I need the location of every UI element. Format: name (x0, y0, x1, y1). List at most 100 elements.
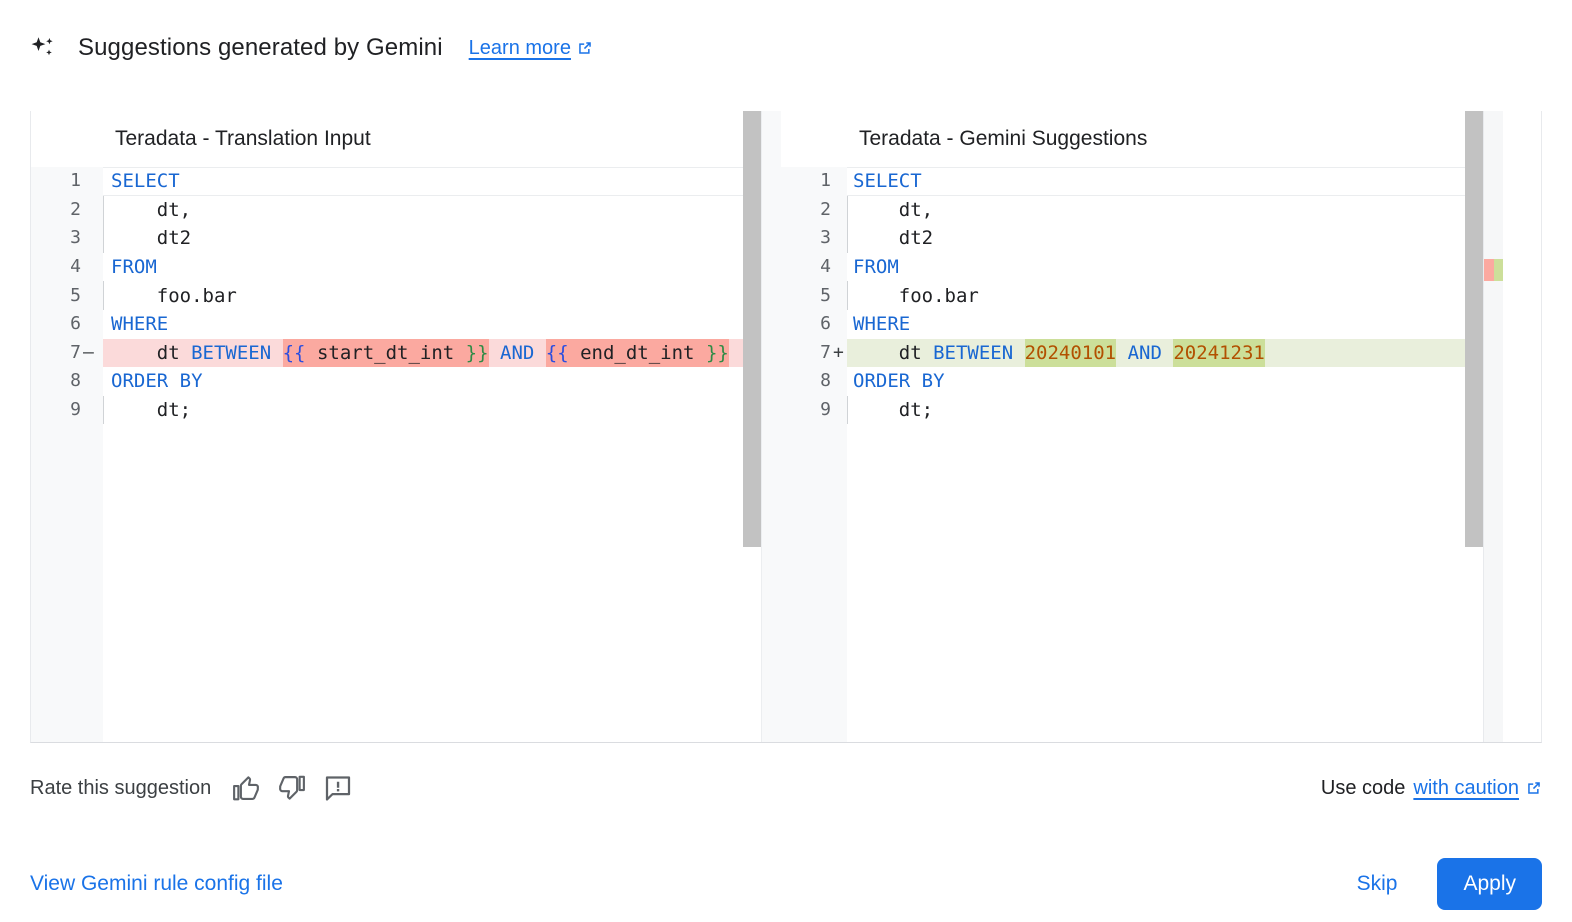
code-token: FROM (853, 256, 899, 279)
scrollbar-thumb-original[interactable] (743, 111, 761, 547)
code-token: SELECT (853, 170, 922, 193)
diff-word-del: {{ (282, 338, 306, 367)
footer-actions: Skip Apply (1339, 857, 1542, 910)
line-text: dt2 (103, 224, 761, 253)
code-token: ORDER BY (853, 370, 945, 393)
diff-marker: + (833, 342, 844, 364)
line-text: dt; (847, 395, 1503, 425)
code-token: BETWEEN (191, 341, 272, 364)
line-text: dt2 (847, 224, 1503, 253)
scrollbar-modified[interactable] (1465, 111, 1483, 742)
addition-marker (1494, 259, 1503, 281)
view-gemini-rule-config-link[interactable]: View Gemini rule config file (30, 871, 283, 895)
line-number: 3 (70, 227, 81, 249)
line-number: 8 (70, 370, 81, 392)
code-token: dt2 (111, 227, 192, 250)
line-text: dt; (103, 395, 761, 425)
line-number: 2 (70, 198, 81, 220)
page-title: Suggestions generated by Gemini (78, 34, 443, 61)
code-token (271, 342, 282, 364)
code-token: foo.bar (111, 284, 237, 307)
diff-word-add: 20240101 (1024, 338, 1117, 367)
learn-more-label: Learn more (468, 36, 571, 59)
thumb-down-icon[interactable] (277, 773, 307, 803)
line-text: foo.bar (847, 281, 1503, 310)
gutter-background-left (31, 111, 103, 742)
skip-button[interactable]: Skip (1339, 862, 1416, 906)
code-token: SELECT (111, 170, 180, 193)
rate-label: Rate this suggestion (30, 776, 212, 799)
code-token: dt, (853, 198, 934, 221)
code-token (534, 342, 545, 364)
code-token: dt; (111, 399, 192, 422)
line-number: 7 (820, 341, 831, 363)
line-number: 5 (820, 284, 831, 306)
report-feedback-icon[interactable] (323, 773, 353, 803)
diff-word-del: start_dt_int (305, 338, 466, 367)
code-line: 5 foo.bar (31, 281, 761, 310)
line-text: FROM (103, 253, 761, 282)
line-number: 2 (820, 198, 831, 220)
diff-word-del: }} (465, 338, 489, 367)
line-text: WHERE (103, 310, 761, 339)
scrollbar-thumb-modified[interactable] (1465, 111, 1483, 547)
code-token: FROM (111, 256, 157, 279)
line-text: ORDER BY (103, 367, 761, 396)
panel-header: Suggestions generated by Gemini Learn mo… (28, 28, 593, 68)
diff-marker: — (83, 342, 94, 364)
line-text: SELECT (847, 167, 1503, 196)
learn-more-link[interactable]: Learn more (469, 37, 593, 60)
line-text: WHERE (847, 310, 1503, 339)
with-caution-link[interactable]: with caution (1413, 776, 1519, 799)
apply-button[interactable]: Apply (1437, 857, 1542, 910)
line-number: 6 (820, 313, 831, 335)
gutter-background-right (781, 111, 847, 742)
diff-word-del: {{ (545, 338, 569, 367)
code-token (489, 342, 500, 364)
diff-word-add: 20241231 (1173, 338, 1265, 367)
overview-ruler[interactable] (1483, 111, 1503, 742)
pane-divider (761, 111, 781, 742)
footer-bar: View Gemini rule config file Skip Apply (0, 845, 1572, 922)
line-number: 7 (70, 341, 81, 363)
line-number: 3 (820, 227, 831, 249)
line-text: dt BETWEEN 20240101 AND 20241231 (847, 338, 1503, 368)
code-token: WHERE (111, 313, 169, 336)
line-number: 9 (70, 399, 81, 421)
code-token: dt; (853, 399, 934, 422)
thumb-up-icon[interactable] (231, 773, 261, 803)
code-line: 8 ORDER BY (31, 367, 761, 396)
pane-title-modified: Teradata - Gemini Suggestions (781, 111, 1503, 167)
rate-bar: Rate this suggestion (30, 765, 1542, 811)
line-text: foo.bar (103, 281, 761, 310)
line-text: dt BETWEEN {{ start_dt_int }} AND {{ end… (103, 338, 761, 368)
sparkle-icon (28, 33, 58, 63)
code-token: WHERE (853, 313, 911, 336)
code-token (1162, 342, 1173, 364)
code-line: 5 foo.bar (781, 281, 1503, 310)
line-text: SELECT (103, 167, 761, 196)
code-token: AND (1127, 341, 1162, 364)
code-line: 2 dt, (781, 195, 1503, 225)
diff-word-del: }} (705, 338, 729, 367)
external-link-icon (577, 40, 593, 56)
code-token (1013, 342, 1024, 364)
rate-icon-group (231, 773, 353, 803)
code-token: ORDER BY (111, 370, 203, 393)
code-token (1116, 342, 1127, 364)
code-token: dt (111, 341, 192, 364)
line-number: 9 (820, 399, 831, 421)
code-token: foo.bar (853, 284, 979, 307)
scrollbar-original[interactable] (743, 111, 761, 742)
